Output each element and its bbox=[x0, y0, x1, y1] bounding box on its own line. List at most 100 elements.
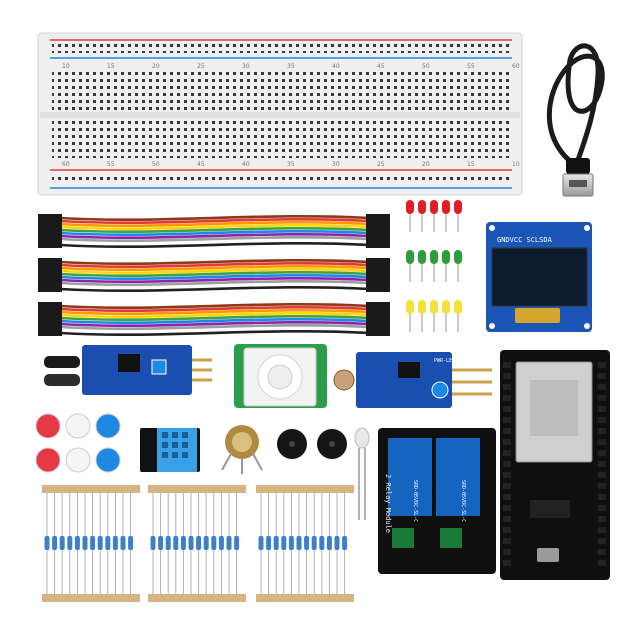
jumper-wire bbox=[59, 320, 371, 328]
jumper-wires bbox=[38, 214, 390, 337]
esp-pin bbox=[503, 362, 511, 368]
potentiometer bbox=[221, 425, 263, 474]
esp-pin bbox=[598, 560, 606, 566]
resistor-tape bbox=[42, 594, 140, 602]
resistor-strips bbox=[42, 485, 354, 602]
esp-pin bbox=[598, 450, 606, 456]
resistor-body bbox=[158, 536, 164, 550]
esp-pin bbox=[598, 549, 606, 555]
jumper-wire bbox=[59, 229, 371, 237]
oled-pin-label: GNDVCC SCLSDA bbox=[497, 236, 553, 244]
resistor-body bbox=[196, 536, 202, 550]
led-set bbox=[406, 200, 462, 332]
breadboard-number: 30 bbox=[332, 161, 340, 168]
jumper-header-left bbox=[38, 214, 62, 248]
jumper-wire bbox=[59, 308, 371, 316]
jumper-wire bbox=[59, 279, 371, 287]
resistor-body bbox=[74, 536, 80, 550]
breadboard-number: 50 bbox=[422, 63, 430, 70]
breadboard-number: 20 bbox=[422, 161, 430, 168]
oled-display: GNDVCC SCLSDA bbox=[486, 222, 592, 332]
jumper-wire bbox=[59, 258, 371, 266]
led-green bbox=[454, 250, 462, 264]
resistor-body bbox=[112, 536, 118, 550]
jumper-wire bbox=[59, 285, 371, 293]
resistor-body bbox=[218, 536, 224, 550]
resistor-body bbox=[288, 536, 294, 550]
breadboard-number: 25 bbox=[377, 161, 385, 168]
push-button-caps bbox=[35, 413, 121, 473]
button-cap bbox=[95, 447, 121, 473]
led-green bbox=[418, 250, 426, 264]
breadboard-number: 15 bbox=[107, 63, 115, 70]
breadboard-number: 15 bbox=[467, 161, 475, 168]
esp-pin bbox=[598, 395, 606, 401]
breadboard-number: 10 bbox=[62, 63, 70, 70]
jumper-wire bbox=[59, 220, 371, 228]
led-yellow bbox=[454, 300, 462, 314]
pir-motion-sensor bbox=[234, 344, 327, 408]
resistor-body bbox=[304, 536, 310, 550]
led-red bbox=[406, 200, 414, 214]
esp-pin bbox=[598, 417, 606, 423]
esp-pin bbox=[503, 494, 511, 500]
resistor-body bbox=[150, 536, 156, 550]
resistor-body bbox=[180, 536, 186, 550]
resistor-body bbox=[188, 536, 194, 550]
esp-pin bbox=[503, 384, 511, 390]
esp-pin bbox=[598, 494, 606, 500]
resistor-body bbox=[281, 536, 287, 550]
breadboard-number: 35 bbox=[287, 63, 295, 70]
esp-pin bbox=[598, 428, 606, 434]
jumper-wire bbox=[59, 226, 371, 234]
resistor-body bbox=[59, 536, 65, 550]
esp-pin bbox=[598, 362, 606, 368]
resistor-body bbox=[52, 536, 58, 550]
breadboard-number: 45 bbox=[377, 63, 385, 70]
resistor-body bbox=[326, 536, 332, 550]
esp-pin bbox=[503, 560, 511, 566]
esp-pin bbox=[598, 483, 606, 489]
clear-led bbox=[354, 427, 370, 520]
breadboard-number: 20 bbox=[152, 63, 160, 70]
jumper-wire bbox=[59, 273, 371, 281]
jumper-wire bbox=[59, 232, 371, 240]
led-red bbox=[430, 200, 438, 214]
esp-pin bbox=[503, 395, 511, 401]
jumper-wire bbox=[59, 282, 371, 290]
esp-pin bbox=[503, 428, 511, 434]
relay-text-1: SRD-05VDC-SL-C bbox=[412, 480, 418, 522]
breadboard-number: 60 bbox=[62, 161, 70, 168]
resistor-body bbox=[128, 536, 134, 550]
esp-pin bbox=[598, 505, 606, 511]
jumper-wire bbox=[59, 311, 371, 319]
esp-pin bbox=[503, 472, 511, 478]
dht11-sensor bbox=[140, 428, 200, 472]
esp-pin bbox=[598, 461, 606, 467]
jumper-header-left bbox=[38, 258, 62, 292]
jumper-wire bbox=[59, 241, 371, 249]
esp-pin bbox=[503, 505, 511, 511]
resistor-body bbox=[173, 536, 179, 550]
esp-pin bbox=[598, 516, 606, 522]
resistor-body bbox=[311, 536, 317, 550]
led-green bbox=[430, 250, 438, 264]
breadboard-number: 60 bbox=[512, 63, 520, 70]
jumper-wire bbox=[59, 305, 371, 313]
resistor-body bbox=[319, 536, 325, 550]
jumper-header-right bbox=[366, 214, 390, 248]
esp-pin bbox=[503, 549, 511, 555]
esp-pin bbox=[503, 538, 511, 544]
jumper-wire bbox=[59, 276, 371, 284]
esp-pin bbox=[503, 483, 511, 489]
led-yellow bbox=[418, 300, 426, 314]
jumper-wire bbox=[59, 264, 371, 272]
jumper-header-left bbox=[38, 302, 62, 336]
buzzers bbox=[277, 429, 347, 459]
jumper-wire bbox=[59, 323, 371, 331]
ldr-label: PWR-LED bbox=[434, 358, 455, 364]
